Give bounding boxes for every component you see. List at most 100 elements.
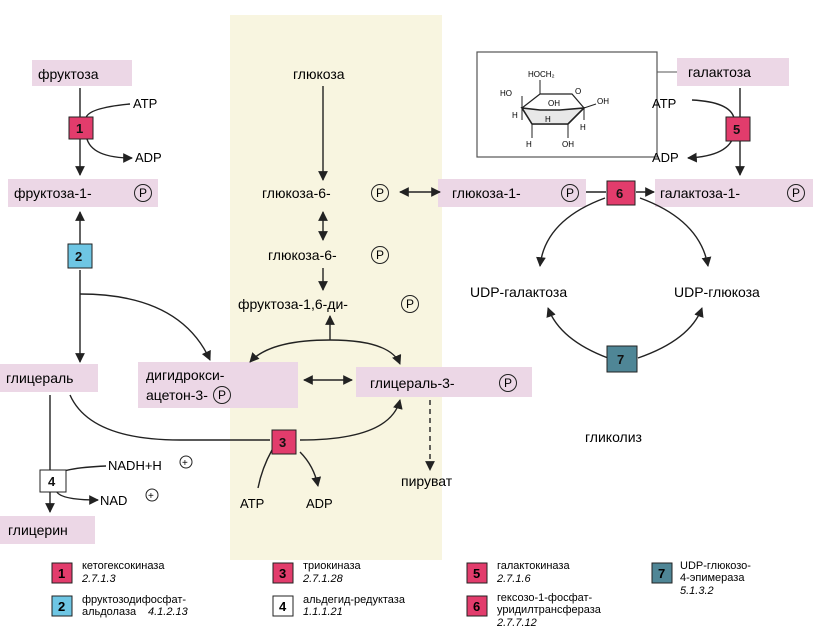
svg-text:1.1.1.21: 1.1.1.21 [303,606,343,618]
phosphate-galactose-1p: P [787,184,805,202]
svg-text:4-эпимераза: 4-эпимераза [680,572,745,584]
enzyme-box-6: 6 [606,180,636,206]
nad-plus: + [148,491,154,502]
label-glucose-6p-mid: глюкоза-6- [268,247,337,263]
phosphate-dhap: P [213,386,231,404]
svg-text:6: 6 [616,186,623,201]
svg-text:P: P [218,388,226,402]
legend: 1 кетогексокиназа 2.7.1.3 2 фруктозодифо… [51,560,751,629]
glycolysis-band [230,15,442,560]
structure-ho: HO [500,89,512,98]
enzyme-boxes: 1 2 3 4 5 6 7 [39,116,751,493]
structure-oh-right: OH [597,97,609,106]
svg-text:гексозо-1-фосфат-: гексозо-1-фосфат- [497,592,593,604]
structure-h1: H [512,111,518,120]
svg-text:7: 7 [617,352,624,367]
cofactor-adp-5: ADP [652,150,679,165]
svg-text:P: P [376,248,384,262]
svg-text:2: 2 [75,249,82,264]
label-galactose: галактоза [688,64,751,80]
label-glycolysis: гликолиз [585,429,642,445]
label-fructose-1p: фруктоза-1- [14,185,92,201]
structure-h2: H [580,123,586,132]
svg-text:уридилтрансфераза: уридилтрансфераза [497,604,602,616]
svg-text:альдегид-редуктаза: альдегид-редуктаза [303,594,406,606]
label-pyruvate: пируват [401,473,453,489]
cofactor-adp-3: ADP [306,496,333,511]
phosphate-glyceral-3p: P [499,374,517,392]
label-fructose: фруктоза [38,66,99,82]
enzyme-box-5: 5 [725,116,751,142]
cofactor-adp-1: ADP [135,150,162,165]
phosphate-fructose-16dp: P [401,295,419,313]
structure-oh-bottom: OH [562,140,574,149]
enzyme-box-4: 4 [39,469,67,493]
svg-text:2: 2 [58,599,65,614]
structure-h3: H [526,140,532,149]
label-galactose-1p: галактоза-1- [660,185,740,201]
svg-text:альдолаза: альдолаза [82,606,137,618]
phosphate-fructose-1p: P [134,184,152,202]
enzyme-box-1: 1 [68,116,94,140]
cofactor-nad: NAD [100,493,127,508]
svg-text:5: 5 [733,122,740,137]
svg-text:P: P [792,186,800,200]
svg-text:2.7.1.6: 2.7.1.6 [496,573,532,585]
legend-item-2: 2 фруктозодифосфат- альдолаза 4.1.2.13 [51,594,189,618]
cofactor-atp-1: ATP [133,96,157,111]
legend-item-6: 6 гексозо-1-фосфат- уридилтрансфераза 2.… [466,592,602,629]
label-dhap-line1: дигидрокси- [146,367,225,383]
structure-o: O [575,87,581,96]
phosphate-glucose-1p: P [561,184,579,202]
svg-text:7: 7 [658,566,665,581]
structure-ch2oh: HOCH₂ [528,70,555,79]
cofactor-atp-3: ATP [240,496,264,511]
label-glyceral-3p: глицераль-3- [370,375,455,391]
galactose-structure: HOCH₂ HO OH H O OH H H OH H [476,51,677,158]
svg-text:2.7.1.28: 2.7.1.28 [302,573,344,585]
svg-text:P: P [376,186,384,200]
svg-text:3: 3 [279,566,286,581]
svg-text:галактокиназа: галактокиназа [497,560,570,572]
svg-text:2.7.7.12: 2.7.7.12 [496,617,537,629]
structure-h4: H [545,115,551,124]
legend-item-7: 7 UDP-глюкозо- 4-эпимераза 5.1.3.2 [651,560,751,597]
legend-item-5: 5 галактокиназа 2.7.1.6 [466,560,570,585]
label-glucose: глюкоза [293,66,345,82]
svg-text:4.1.2.13: 4.1.2.13 [148,606,189,618]
phosphate-circles: P P P P P P P P [134,184,805,404]
label-udp-galactose: UDP-галактоза [470,284,567,300]
svg-text:P: P [566,186,574,200]
label-udp-glucose: UDP-глюкоза [674,284,760,300]
svg-text:3: 3 [279,435,286,450]
nadh-plus: + [182,458,188,469]
svg-text:2.7.1.3: 2.7.1.3 [81,573,117,585]
label-fructose-16dp: фруктоза-1,6-ди- [238,296,348,312]
svg-text:1: 1 [76,121,83,136]
label-dhap-line2: ацетон-3- [146,387,208,403]
enzyme-box-3: 3 [271,429,297,455]
cofactor-nadh: NADH+H [108,458,162,473]
svg-text:P: P [406,297,414,311]
svg-text:5.1.3.2: 5.1.3.2 [680,585,714,597]
svg-text:UDP-глюкозо-: UDP-глюкозо- [680,560,751,572]
svg-text:кетогексокиназа: кетогексокиназа [82,560,165,572]
legend-item-3: 3 триокиназа 2.7.1.28 [272,560,361,585]
svg-text:5: 5 [473,566,480,581]
label-glyceral: глицераль [6,370,73,386]
svg-text:P: P [139,186,147,200]
svg-text:1: 1 [58,566,65,581]
structure-oh-top: OH [548,99,560,108]
enzyme-box-7: 7 [606,345,638,373]
svg-text:4: 4 [48,474,56,489]
label-glucose-6p-top: глюкоза-6- [262,185,331,201]
svg-text:6: 6 [473,599,480,614]
svg-text:триокиназа: триокиназа [303,560,361,572]
enzyme-box-2: 2 [67,243,93,269]
label-glucose-1p: глюкоза-1- [452,185,521,201]
svg-text:P: P [504,376,512,390]
legend-item-4: 4 альдегид-редуктаза 1.1.1.21 [272,594,406,618]
legend-item-1: 1 кетогексокиназа 2.7.1.3 [51,560,165,585]
svg-text:фруктозодифосфат-: фруктозодифосфат- [82,594,186,606]
